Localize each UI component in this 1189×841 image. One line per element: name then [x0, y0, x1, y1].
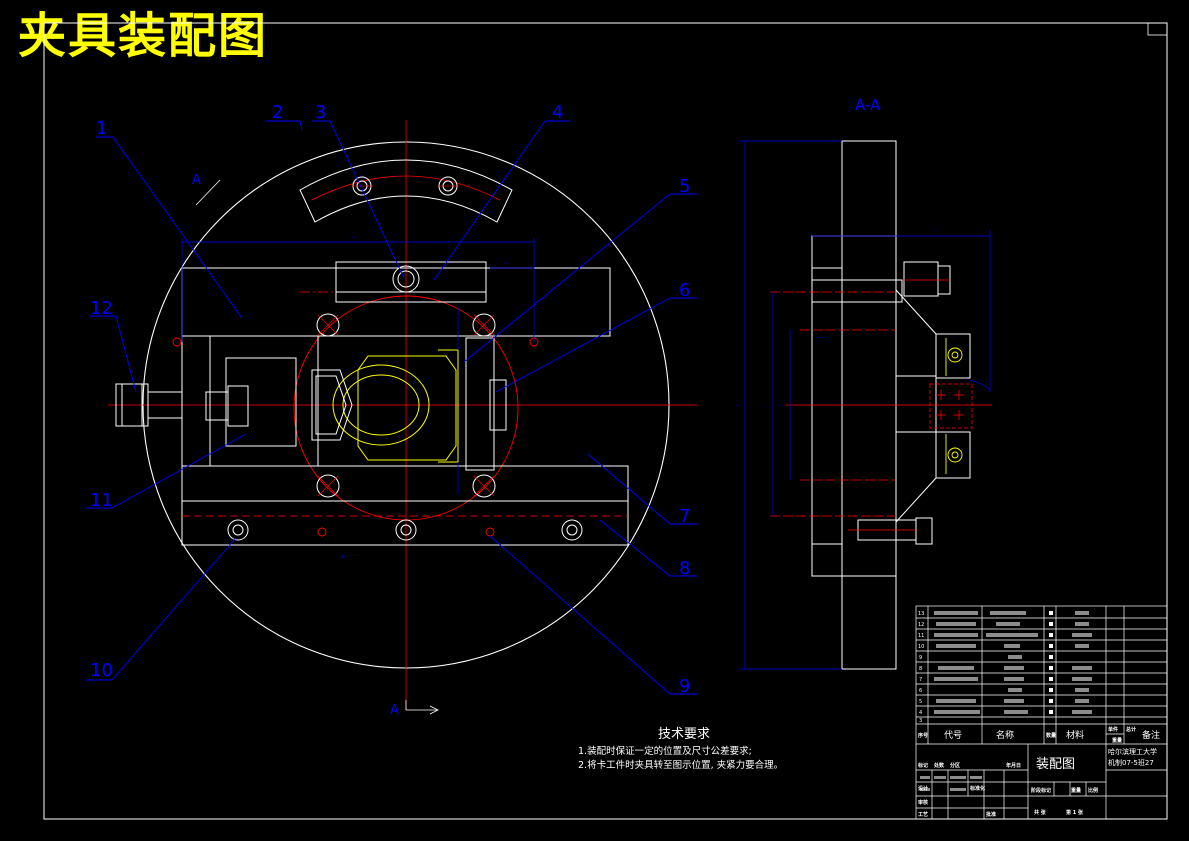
tb-side-count: 处数	[933, 762, 945, 769]
center-lines	[108, 120, 697, 710]
arc-slot	[299, 159, 513, 223]
hole-crosses	[317, 314, 495, 497]
svg-text:9: 9	[919, 655, 922, 661]
tb-drawing-name: 装配图	[1036, 757, 1075, 772]
svg-text:≤ ······: ≤ ······	[340, 553, 358, 560]
tech-req-item-2: 2.将卡工件时夹具转至图示位置, 夹紧力要合理。	[578, 759, 783, 771]
tb-school: 哈尔滨理工大学	[1108, 747, 1157, 756]
locating-pins	[172, 337, 539, 537]
svg-text:11: 11	[918, 633, 924, 639]
tech-req-item-1: 1.装配时保证一定的位置及尺寸公差要求;	[578, 745, 752, 757]
section-marks	[195, 179, 439, 715]
callout-11: 11	[90, 490, 113, 511]
callout-1: 1	[96, 118, 107, 139]
workpiece	[332, 349, 459, 463]
drawing-title: 夹具装配图	[18, 8, 269, 64]
callout-7: 7	[679, 506, 690, 527]
tb-side-review: 审核	[918, 799, 928, 806]
callout-12: 12	[90, 298, 113, 319]
tb-side-approve: 批准	[986, 811, 996, 818]
tb-header-material: 材料	[1066, 729, 1084, 741]
svg-text:6: 6	[919, 688, 922, 694]
svg-text:8: 8	[919, 666, 922, 672]
svg-text:··: ··	[780, 403, 784, 410]
tb-header-no: 序号	[917, 732, 928, 739]
tb-header-qty: 数量	[1046, 732, 1056, 739]
title-block: 13 12 11 10 9 8 7 6 5 4 3	[915, 605, 1168, 820]
dimensions-front	[181, 238, 535, 494]
callout-2: 2	[272, 102, 283, 123]
tech-req-heading: 技术要求	[658, 727, 710, 742]
tb-weight: 重量	[1071, 787, 1081, 794]
section-view-label: A-A	[855, 96, 881, 114]
svg-text:4: 4	[919, 710, 922, 716]
v-block	[311, 369, 353, 441]
callout-8: 8	[679, 558, 690, 579]
callout-9: 9	[679, 676, 690, 697]
section-view: A-A	[736, 96, 992, 670]
svg-text:12: 12	[918, 622, 924, 628]
tb-class: 机制07-5班27	[1108, 758, 1154, 767]
svg-text:···: ···	[350, 235, 356, 242]
callout-6: 6	[679, 280, 690, 301]
svg-text:··: ··	[934, 227, 938, 234]
callout-labels: 1 2 3 4 5 6 7 8 9 10 11 12	[90, 102, 690, 697]
fixture-body	[181, 261, 629, 546]
tb-sheet-no: 第 1 张	[1066, 809, 1084, 816]
tb-side-mark: 标记	[917, 762, 928, 769]
section-mark-a-top: A	[192, 173, 201, 188]
bolt-holes	[227, 265, 583, 541]
tb-side-date: 年月日	[1006, 762, 1021, 769]
dimension-texts: ··· ··· ≤ ······	[340, 235, 510, 560]
tb-side-process: 工艺	[918, 811, 928, 818]
callout-10: 10	[90, 660, 113, 681]
tb-header-code: 代号	[944, 730, 962, 741]
callout-4: 4	[552, 102, 563, 123]
svg-text:10: 10	[918, 644, 924, 650]
leader-lines	[86, 120, 697, 695]
tb-header-name: 名称	[996, 729, 1014, 741]
tb-side-design: 设计	[918, 785, 928, 792]
tb-header-remark: 备注	[1142, 729, 1160, 741]
tb-header-total: 总计	[1126, 726, 1136, 733]
svg-text:··: ··	[736, 403, 740, 410]
callout-3: 3	[315, 102, 326, 123]
clamping-screw	[115, 383, 249, 427]
svg-text:5: 5	[919, 699, 922, 705]
technical-requirements: 技术要求 1.装配时保证一定的位置及尺寸公差要求; 2.将卡工件时夹具转至图示位…	[578, 727, 783, 771]
tb-header-weight: 重量	[1112, 737, 1122, 744]
tb-side-std: 标准化	[969, 785, 985, 792]
front-view: ··· ··· ≤ ······ A A	[86, 102, 697, 718]
svg-text:13: 13	[918, 611, 924, 617]
tb-scale: 比例	[1088, 787, 1098, 794]
svg-text:7: 7	[919, 677, 922, 683]
svg-text:··: ··	[762, 403, 766, 410]
svg-text:···: ···	[504, 261, 510, 268]
tb-side-zone: 分区	[950, 762, 960, 769]
svg-text:3: 3	[919, 718, 922, 724]
svg-text:·····: ·····	[816, 335, 826, 342]
tb-header-unit: 单件	[1108, 726, 1118, 733]
tb-sheets-total: 共 张	[1034, 809, 1047, 816]
section-mark-a-bottom: A	[390, 703, 399, 718]
drawing-frame	[43, 22, 1168, 820]
callout-5: 5	[679, 176, 690, 197]
tb-stage-mark: 阶段标记	[1031, 787, 1051, 794]
